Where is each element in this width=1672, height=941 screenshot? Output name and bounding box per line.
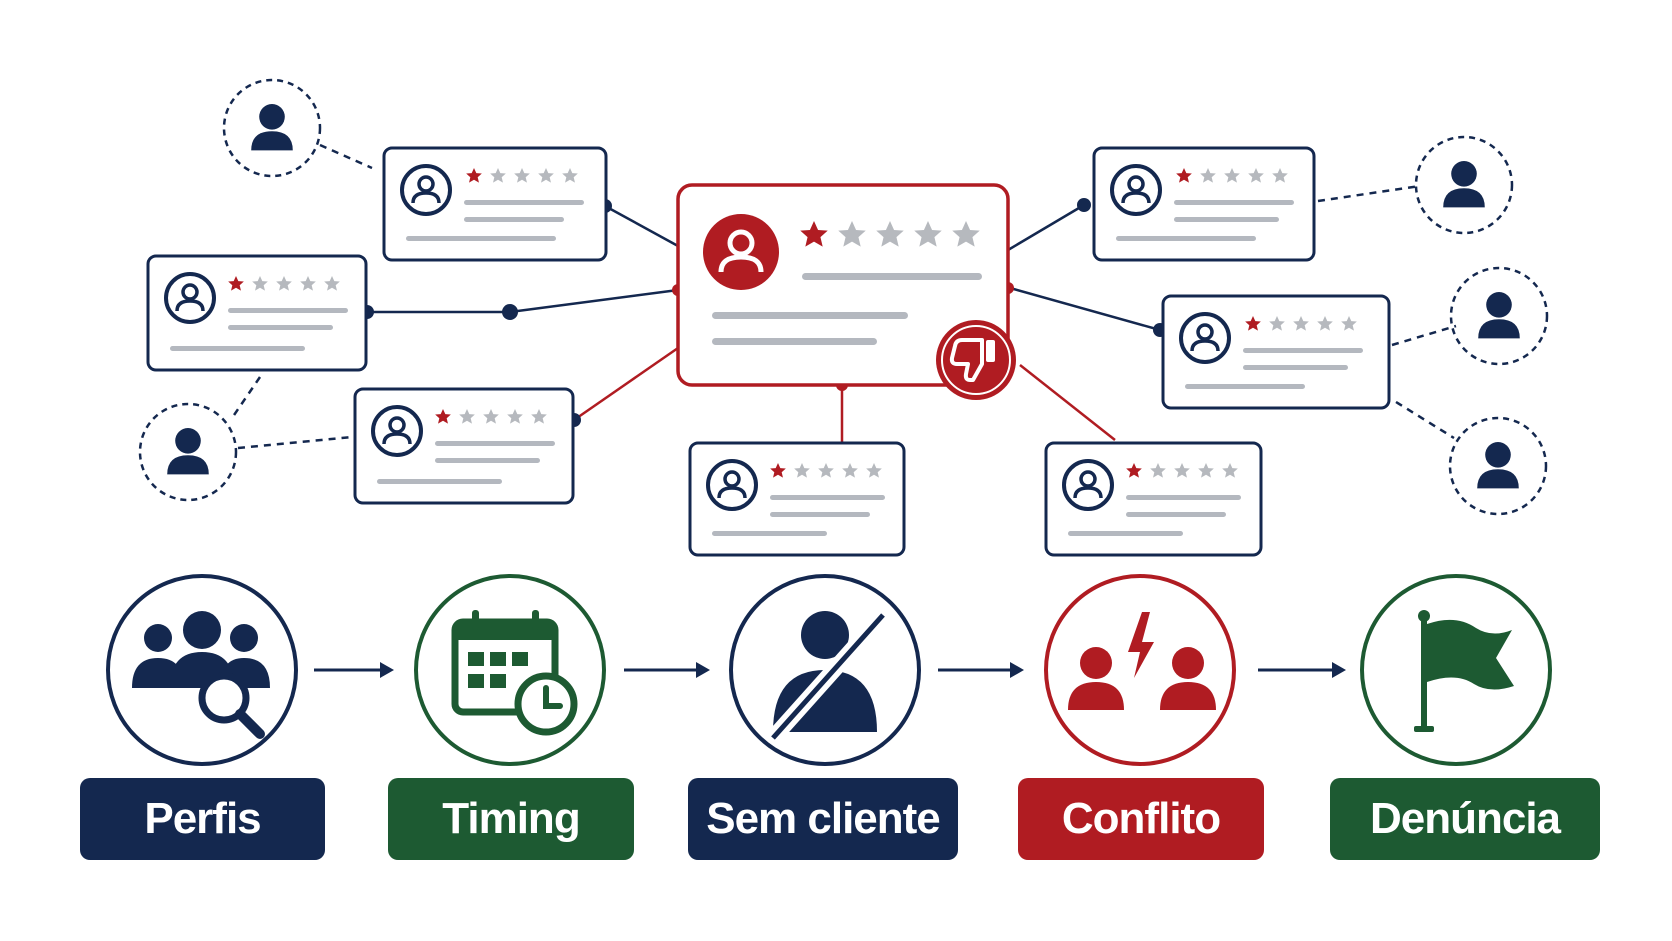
- outer-user-avatar: [138, 402, 238, 502]
- review-card: [1044, 441, 1263, 557]
- connector-solid: [509, 288, 679, 314]
- review-card: [382, 146, 608, 262]
- step-timing: [414, 574, 606, 766]
- outer-user-avatar: [1448, 416, 1548, 516]
- step-label-timing: Timing: [388, 778, 634, 860]
- connector-dashed: [230, 376, 262, 419]
- thumbs-down-icon: [936, 320, 1016, 400]
- connector-solid: [1007, 203, 1085, 252]
- connector-dashed: [1395, 400, 1455, 440]
- satellite-reviews: [146, 146, 1391, 557]
- flag-icon: [1414, 610, 1514, 732]
- connector-red: [1019, 364, 1116, 441]
- review-card: [146, 254, 368, 372]
- connector-solid: [1009, 286, 1161, 332]
- conflict-icon: [1068, 612, 1216, 710]
- step-perfis: [106, 574, 298, 766]
- connector-dashed: [319, 143, 373, 170]
- connector-dashed: [237, 435, 353, 450]
- step-sem-cliente: [729, 574, 921, 766]
- step-label-denuncia: Denúncia: [1330, 778, 1600, 860]
- central-review-card: [676, 183, 1016, 400]
- step-arrows: [314, 662, 1346, 678]
- outer-users: [138, 78, 1549, 516]
- group-search-icon: [132, 611, 270, 739]
- connector-dashed: [1391, 324, 1457, 347]
- outer-user-avatar: [1449, 266, 1549, 366]
- step-conflito: [1044, 574, 1236, 766]
- central-avatar-icon: [703, 214, 779, 290]
- calendar-clock-icon: [451, 610, 578, 736]
- connector-dashed: [1317, 184, 1421, 203]
- process-steps: [106, 574, 1552, 766]
- review-card: [353, 387, 575, 505]
- review-card: [688, 441, 906, 557]
- outer-user-avatar: [1414, 135, 1514, 235]
- outer-user-avatar: [222, 78, 322, 178]
- step-label-perfis: Perfis: [80, 778, 325, 860]
- connectors: [230, 143, 1457, 450]
- step-denuncia: [1360, 574, 1552, 766]
- step-label-sem-cliente: Sem cliente: [688, 778, 958, 860]
- no-user-icon: [767, 609, 889, 744]
- review-card: [1161, 294, 1391, 410]
- connector-red: [573, 346, 679, 422]
- review-card: [1092, 146, 1316, 262]
- step-label-conflito: Conflito: [1018, 778, 1264, 860]
- connector-solid: [604, 204, 679, 248]
